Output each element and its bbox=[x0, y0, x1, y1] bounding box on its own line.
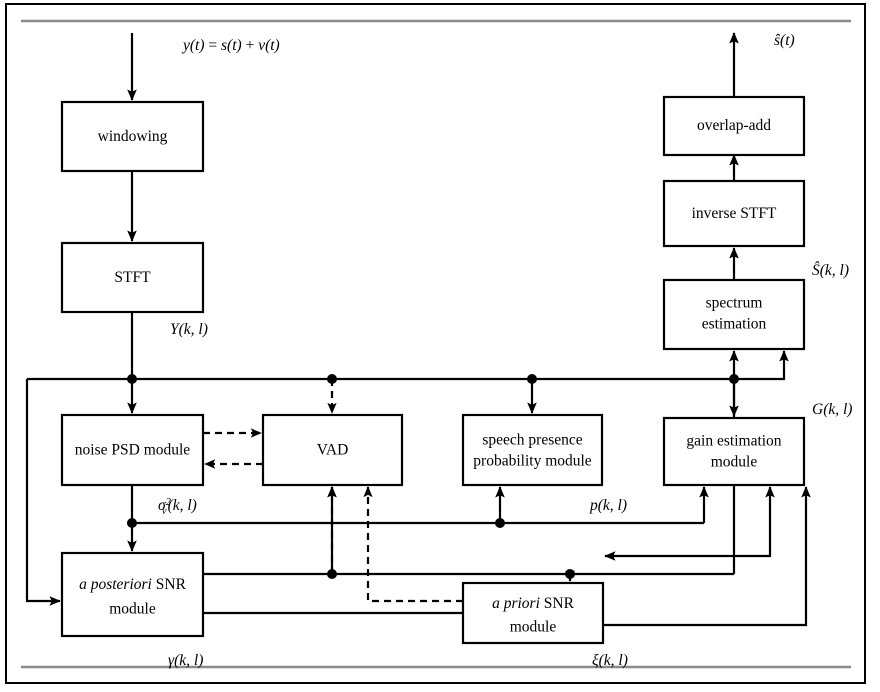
edge-a-priori-to-vad bbox=[363, 486, 463, 603]
block-a-posteriori-label-line1: a posteriori SNR bbox=[79, 576, 186, 593]
block-a-priori-label-line1: a priori SNR bbox=[492, 595, 575, 612]
block-stft-label: STFT bbox=[114, 269, 151, 286]
junction-dot bbox=[527, 374, 537, 384]
edge-bus-y-to-spectrum-estimation bbox=[734, 350, 789, 381]
block-windowing-label: windowing bbox=[98, 128, 168, 145]
block-gain-estimation-label-line2: module bbox=[711, 454, 758, 471]
signal-label-p: p(k, l) bbox=[589, 497, 627, 514]
junction-dot bbox=[127, 518, 137, 528]
block-overlap-add-label: overlap-add bbox=[697, 117, 771, 134]
block-speech-presence-label-line1: speech presence bbox=[482, 432, 582, 449]
block-spectrum-estimation-label-line1: spectrum bbox=[706, 295, 763, 312]
signal-label-G: G(k, l) bbox=[812, 401, 852, 418]
a-posteriori-rest: SNR bbox=[152, 576, 187, 593]
block-vad[interactable]: VAD bbox=[261, 413, 404, 487]
block-speech-presence-probability-module[interactable]: speech presence probability module bbox=[461, 413, 604, 487]
junction-dot bbox=[565, 569, 575, 579]
junction-dot bbox=[127, 374, 137, 384]
block-speech-presence-label-line2: probability module bbox=[473, 453, 592, 470]
block-windowing[interactable]: windowing bbox=[60, 100, 205, 173]
block-inverse-stft-label: inverse STFT bbox=[692, 205, 777, 222]
block-noise-psd-module[interactable]: noise PSD module bbox=[60, 413, 205, 487]
signal-label-Y: Y(k, l) bbox=[170, 321, 208, 338]
signal-label-S-hat: Ŝ(k, l) bbox=[812, 262, 849, 279]
signal-label-input: y(t) = s(t) + v(t) bbox=[181, 37, 280, 54]
junction-dot bbox=[495, 518, 505, 528]
a-priori-rest: SNR bbox=[540, 595, 575, 612]
junction-dot bbox=[327, 374, 337, 384]
signal-label-xi: ξ(k, l) bbox=[592, 652, 628, 669]
block-a-priori-snr-module[interactable]: a priori SNR module bbox=[461, 581, 605, 645]
block-a-posteriori-label-line2: module bbox=[109, 601, 156, 618]
block-overlap-add[interactable]: overlap-add bbox=[662, 95, 806, 157]
block-noise-psd-label: noise PSD module bbox=[75, 442, 191, 459]
block-gain-estimation-module[interactable]: gain estimation module bbox=[662, 416, 806, 487]
block-spectrum-estimation[interactable]: spectrum estimation bbox=[662, 278, 806, 351]
edge-a-priori-to-gain-estimation bbox=[603, 486, 811, 627]
a-priori-italic: a priori bbox=[492, 595, 540, 612]
signal-label-gamma: γ(k, l) bbox=[168, 652, 203, 669]
junction-dot bbox=[729, 374, 739, 384]
block-stft[interactable]: STFT bbox=[60, 241, 205, 314]
block-a-posteriori-snr-module[interactable]: a posteriori SNR module bbox=[60, 551, 205, 638]
edge-gain-estimation-to-a-priori bbox=[604, 485, 736, 561]
block-inverse-stft[interactable]: inverse STFT bbox=[662, 179, 806, 248]
block-spectrum-estimation-label-line2: estimation bbox=[702, 316, 767, 333]
edge-bus-y-to-a-posteriori bbox=[25, 379, 61, 606]
block-gain-estimation-label-line1: gain estimation bbox=[686, 433, 781, 450]
edge-gamma-to-gain-estimation bbox=[732, 486, 775, 574]
block-a-priori-label-line2: module bbox=[510, 619, 557, 636]
signal-label-output: ŝ(t) bbox=[774, 32, 795, 49]
a-posteriori-italic: a posteriori bbox=[79, 576, 152, 593]
junction-dot bbox=[327, 569, 337, 579]
block-vad-label: VAD bbox=[317, 442, 349, 459]
